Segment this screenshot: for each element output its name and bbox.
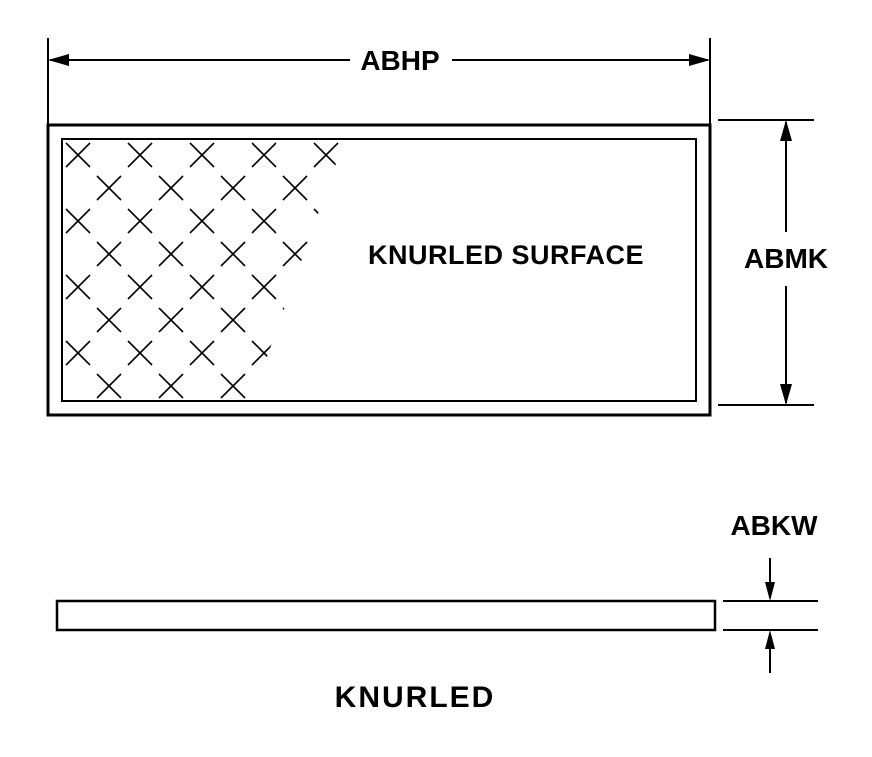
- abmk-dimension: [718, 119, 814, 406]
- knurled-surface-label: KNURLED SURFACE: [368, 240, 644, 270]
- abhp-dimension-label: ABHP: [360, 45, 439, 76]
- arrowhead-up-icon: [780, 120, 792, 141]
- abmk-dimension-label: ABMK: [744, 243, 828, 274]
- plate-top-view: KNURLED SURFACE: [46, 123, 712, 417]
- arrowhead-right-icon: [689, 54, 710, 66]
- plate-side-view: [55, 599, 717, 632]
- abkw-dimension-label: ABKW: [730, 510, 818, 541]
- plate-edge-outline: [55, 599, 717, 632]
- arrowhead-down-small-icon: [765, 582, 775, 601]
- arrowhead-up-small-icon: [765, 630, 775, 649]
- knurl-hatch-area: [64, 141, 344, 399]
- abkw-dimension: [723, 558, 818, 673]
- arrowhead-left-icon: [48, 54, 69, 66]
- abhp-dimension: [47, 38, 711, 125]
- knurled-caption: KNURLED: [335, 681, 496, 714]
- arrowhead-down-icon: [780, 384, 792, 405]
